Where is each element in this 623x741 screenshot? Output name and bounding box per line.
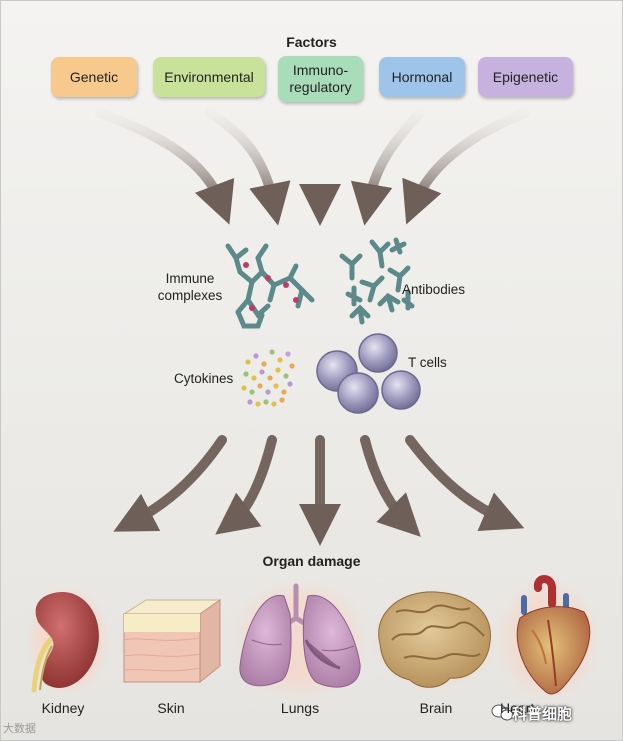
factor-hormonal: Hormonal — [379, 57, 465, 97]
arrow-hormonal — [350, 108, 425, 226]
arrow-environmental — [205, 108, 291, 226]
arrow-to-skin — [215, 435, 277, 535]
arrow-to-kidney — [113, 435, 227, 532]
factor-epigenetic: Epigenetic — [478, 57, 573, 97]
organ-label-lungs: Lungs — [280, 700, 320, 716]
arrow-to-brain — [360, 435, 421, 537]
immune-complexes-label: Immune complexes — [157, 271, 223, 303]
t-cell — [381, 370, 421, 410]
immune-complex-antigens — [243, 262, 299, 311]
organ-arrows — [113, 435, 525, 546]
skin-graphic — [118, 598, 222, 686]
wechat-icon — [491, 704, 514, 721]
factor-environmental: Environmental — [153, 57, 265, 97]
t-cells-graphic — [316, 333, 421, 414]
cytokines-graphic — [241, 349, 295, 407]
organ-label-kidney: Kidney — [41, 700, 85, 716]
arrow-to-heart — [405, 435, 525, 532]
watermark-right: 科普细胞 — [512, 706, 573, 723]
lungs-graphic — [230, 578, 370, 702]
watermark-left: 大数据 — [3, 723, 36, 735]
factor-immunoregulatory: Immuno- regulatory — [278, 56, 363, 102]
factors-title: Factors — [286, 34, 337, 50]
t-cell — [337, 372, 379, 414]
heart-graphic — [496, 575, 600, 704]
kidney-graphic — [26, 584, 110, 696]
arrow-epigenetic — [402, 108, 530, 225]
factor-arrows — [95, 108, 530, 226]
arrow-genetic — [95, 108, 235, 225]
organ-damage-title: Organ damage — [262, 553, 361, 569]
organ-label-skin: Skin — [157, 700, 185, 716]
factor-genetic: Genetic — [51, 57, 137, 97]
antibodies-graphic — [339, 237, 415, 325]
organ-label-brain: Brain — [419, 700, 453, 716]
brain-graphic — [370, 588, 498, 692]
immune-complexes-graphic — [225, 243, 315, 329]
antibodies-label: Antibodies — [402, 282, 466, 297]
t-cells-label: T cells — [408, 355, 447, 370]
organ-label-heart: Heart — [500, 700, 535, 716]
t-cell — [358, 333, 398, 373]
cytokines-label: Cytokines — [174, 371, 234, 386]
